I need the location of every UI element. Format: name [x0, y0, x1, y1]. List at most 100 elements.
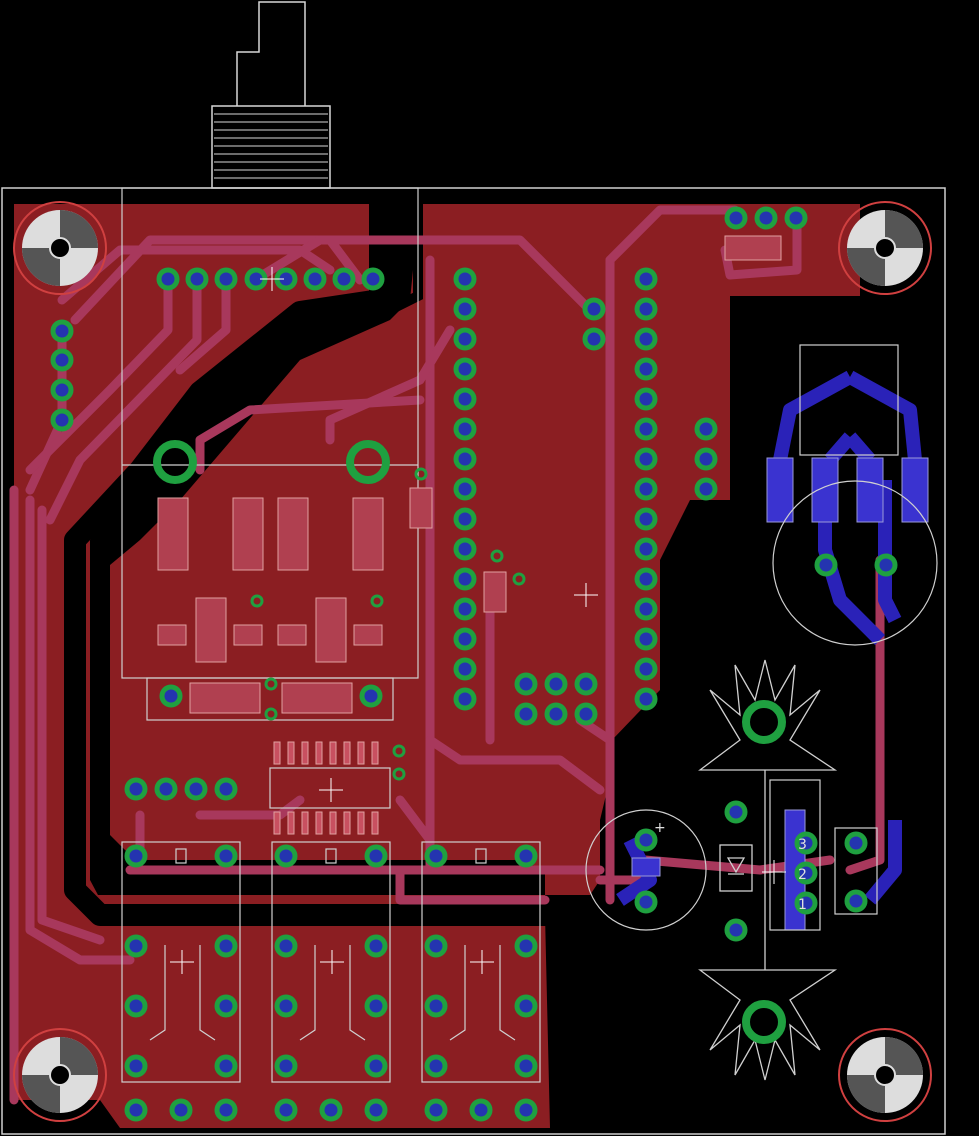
- through-hole-pad: [582, 327, 606, 351]
- through-hole-pad: [514, 934, 538, 958]
- through-hole-pad: [124, 1054, 148, 1078]
- through-hole-pad: [453, 417, 477, 441]
- through-hole-pad: [424, 844, 448, 868]
- through-hole-pad: [453, 687, 477, 711]
- through-hole-pad: [424, 1054, 448, 1078]
- through-hole-pad: [814, 553, 838, 577]
- potentiometer-shaft: [211, 1, 331, 189]
- through-hole-pad: [634, 687, 658, 711]
- through-hole-pad: [214, 1054, 238, 1078]
- through-hole-pad: [50, 348, 74, 372]
- through-hole-pad: [544, 672, 568, 696]
- through-hole-pad: [724, 918, 748, 942]
- heatsink-icon: [698, 659, 838, 1081]
- through-hole-pad: [634, 890, 658, 914]
- through-hole-pad: [634, 267, 658, 291]
- through-hole-pad: [124, 1098, 148, 1122]
- board-outline: [1, 187, 946, 1135]
- mounting-hole-icon: [13, 201, 107, 295]
- through-hole-pad: [634, 657, 658, 681]
- through-hole-pad: [514, 1098, 538, 1122]
- regulator-pin3-label: 3: [798, 837, 807, 853]
- relay-symbols: [149, 848, 516, 1041]
- mounting-holes: [13, 201, 932, 1122]
- through-hole-pad: [634, 567, 658, 591]
- through-hole-pad: [634, 327, 658, 351]
- through-hole-pad: [332, 267, 356, 291]
- through-hole-pad: [274, 844, 298, 868]
- through-hole-pad: [582, 297, 606, 321]
- through-hole-pad: [453, 657, 477, 681]
- mounting-hole-icon: [13, 1028, 107, 1122]
- through-hole-pad: [634, 627, 658, 651]
- through-hole-pad: [50, 319, 74, 343]
- through-hole-pad: [154, 777, 178, 801]
- through-hole-pad: [724, 206, 748, 230]
- through-hole-pad: [453, 537, 477, 561]
- through-hole-pad: [214, 844, 238, 868]
- through-hole-pad: [274, 1054, 298, 1078]
- through-hole-pad: [634, 297, 658, 321]
- through-hole-pad: [514, 844, 538, 868]
- cap-plus-label: +: [654, 820, 666, 836]
- through-hole-pad: [634, 828, 658, 852]
- through-hole-pad: [469, 1098, 493, 1122]
- through-hole-pad: [364, 844, 388, 868]
- through-hole-pad: [794, 831, 818, 855]
- regulator-pin1-label: 1: [798, 897, 807, 913]
- through-hole-pad: [453, 567, 477, 591]
- through-hole-pad: [453, 327, 477, 351]
- through-hole-pad: [274, 994, 298, 1018]
- through-hole-pad: [124, 844, 148, 868]
- through-hole-pad: [874, 553, 898, 577]
- through-hole-pad: [634, 507, 658, 531]
- through-hole-pad: [453, 477, 477, 501]
- through-hole-pad: [424, 1098, 448, 1122]
- through-hole-pad: [159, 684, 183, 708]
- via: [490, 549, 504, 563]
- through-hole-pads: [50, 206, 898, 1122]
- through-hole-pad: [364, 1098, 388, 1122]
- through-hole-pad: [794, 861, 818, 885]
- through-hole-pad: [784, 206, 808, 230]
- through-hole-pad: [214, 934, 238, 958]
- through-hole-pad: [274, 934, 298, 958]
- through-hole-pad: [844, 831, 868, 855]
- isolation-gap: [64, 200, 550, 926]
- through-hole-pad: [214, 777, 238, 801]
- regulator-pin2-label: 2: [798, 867, 807, 883]
- through-hole-pad: [453, 447, 477, 471]
- through-hole-pad: [634, 387, 658, 411]
- through-hole-pad: [364, 934, 388, 958]
- through-hole-pad: [319, 1098, 343, 1122]
- through-hole-pad: [574, 702, 598, 726]
- through-hole-pad: [364, 994, 388, 1018]
- through-hole-pad: [844, 889, 868, 913]
- via: [264, 677, 278, 691]
- mounting-hole-icon: [838, 201, 932, 295]
- through-hole-pad: [124, 994, 148, 1018]
- through-hole-pad: [361, 267, 385, 291]
- through-hole-pad: [185, 267, 209, 291]
- through-hole-pad: [453, 357, 477, 381]
- through-hole-pad: [453, 297, 477, 321]
- through-hole-pad: [169, 1098, 193, 1122]
- through-hole-pad: [794, 891, 818, 915]
- through-hole-pad: [514, 672, 538, 696]
- through-hole-pad: [634, 447, 658, 471]
- through-hole-pad: [634, 537, 658, 561]
- through-hole-pad: [634, 357, 658, 381]
- via: [392, 744, 406, 758]
- through-hole-pad: [634, 477, 658, 501]
- through-hole-pad: [424, 934, 448, 958]
- crosshair-icon: [170, 267, 786, 974]
- through-hole-pad: [514, 1054, 538, 1078]
- through-hole-pad: [124, 777, 148, 801]
- through-hole-pad: [724, 800, 748, 824]
- smd-components: [157, 235, 782, 835]
- through-hole-pad: [156, 267, 180, 291]
- through-hole-pad: [544, 702, 568, 726]
- through-hole-pad: [754, 206, 778, 230]
- via: [512, 572, 526, 586]
